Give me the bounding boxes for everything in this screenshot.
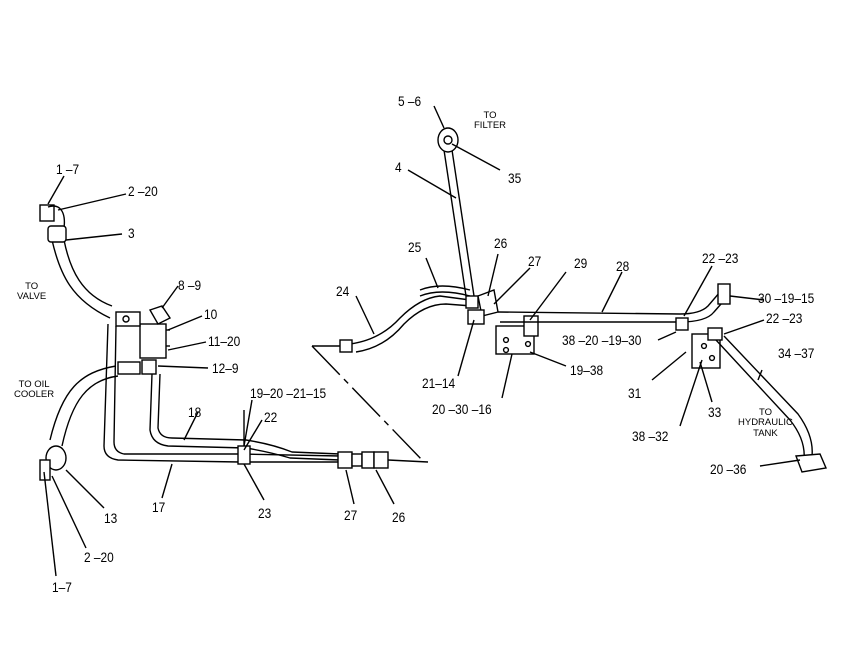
callout-17: 17 <box>152 499 166 515</box>
callout-22: 22 <box>264 409 278 425</box>
callout-33: 33 <box>708 404 722 420</box>
callout-22-23-right: 22 –23 <box>766 310 803 326</box>
callout-24: 24 <box>336 283 350 299</box>
callout-4: 4 <box>395 159 402 175</box>
note-to-filter: TO FILTER <box>474 110 507 132</box>
line-34-37 <box>715 335 827 473</box>
leader-lines <box>43 105 801 577</box>
callout-28: 28 <box>616 258 630 274</box>
fitting-27-26-lower <box>337 451 429 469</box>
callout-11-20: 11–20 <box>208 333 241 349</box>
bracket-33 <box>675 317 723 369</box>
hose-3 <box>51 239 113 319</box>
callout-18: 18 <box>188 404 202 420</box>
line-24 <box>312 295 473 353</box>
line-4 <box>437 127 475 297</box>
callout-38-32: 38 –32 <box>632 428 669 444</box>
callout-2-20-lower: 2 –20 <box>84 549 114 565</box>
callout-21-14: 21–14 <box>422 375 456 391</box>
valve-block-10 <box>115 305 172 375</box>
callout-2-20-upper: 2 –20 <box>128 183 158 199</box>
note-to-valve-line2: VALVE <box>17 291 47 303</box>
note-to-hydraulic-tank: TO HYDRAULIC TANK <box>738 407 793 439</box>
callout-27-upper: 27 <box>528 253 542 269</box>
callout-3: 3 <box>128 225 135 241</box>
callout-12-9: 12–9 <box>212 360 239 376</box>
callout-10: 10 <box>204 306 218 322</box>
callout-27-lower: 27 <box>344 507 358 523</box>
note-to-hydraulic-tank-line3: TANK <box>753 427 778 439</box>
note-to-filter-line1: TO <box>483 110 497 121</box>
callout-8-9: 8 –9 <box>178 277 202 293</box>
callout-19-38: 19–38 <box>570 362 604 378</box>
note-to-hydraulic-tank-line2: HYDRAULIC <box>738 417 793 429</box>
callout-31: 31 <box>628 385 642 401</box>
fitting-26-27-upper <box>465 289 499 325</box>
note-to-oil-cooler-line2: COOLER <box>14 389 55 401</box>
callout-29: 29 <box>574 255 588 271</box>
callout-19-20-21-15: 19–20 –21–15 <box>250 385 327 401</box>
note-to-valve-line1: TO <box>25 281 39 292</box>
callout-22-23-upper: 22 –23 <box>702 250 739 266</box>
line-25 <box>419 285 471 297</box>
fitting-1-7-lower <box>39 445 67 481</box>
line-17 <box>103 323 341 463</box>
callout-38-20-19-30: 38 –20 –19–30 <box>562 332 642 348</box>
fitting-1-7-upper <box>39 204 67 243</box>
note-to-valve: TO VALVE <box>17 281 47 303</box>
callout-26-upper: 26 <box>494 235 508 251</box>
callout-34-37: 34 –37 <box>778 345 815 361</box>
bracket-29 <box>495 315 539 355</box>
alignment-line <box>311 345 425 463</box>
callout-1-7-lower: 1–7 <box>52 579 72 595</box>
callout-20-30-16: 20 –30 –16 <box>432 401 492 417</box>
callout-26-lower: 26 <box>392 509 406 525</box>
note-to-hydraulic-tank-line1: TO <box>758 407 772 418</box>
line-18 <box>149 373 341 461</box>
callout-23: 23 <box>258 505 272 521</box>
callout-20-36: 20 –36 <box>710 461 747 477</box>
note-to-filter-line2: FILTER <box>474 120 507 132</box>
callout-13: 13 <box>104 510 118 526</box>
callout-25: 25 <box>408 239 422 255</box>
callout-30-19-15: 30 –19–15 <box>758 290 815 306</box>
note-to-oil-cooler-line1: TO OIL <box>18 379 50 390</box>
callout-35: 35 <box>508 170 522 186</box>
hose-13 <box>49 365 119 447</box>
callout-5-6: 5 –6 <box>398 93 422 109</box>
callout-1-7-upper: 1 –7 <box>56 161 80 177</box>
note-to-oil-cooler: TO OIL COOLER <box>14 379 55 401</box>
